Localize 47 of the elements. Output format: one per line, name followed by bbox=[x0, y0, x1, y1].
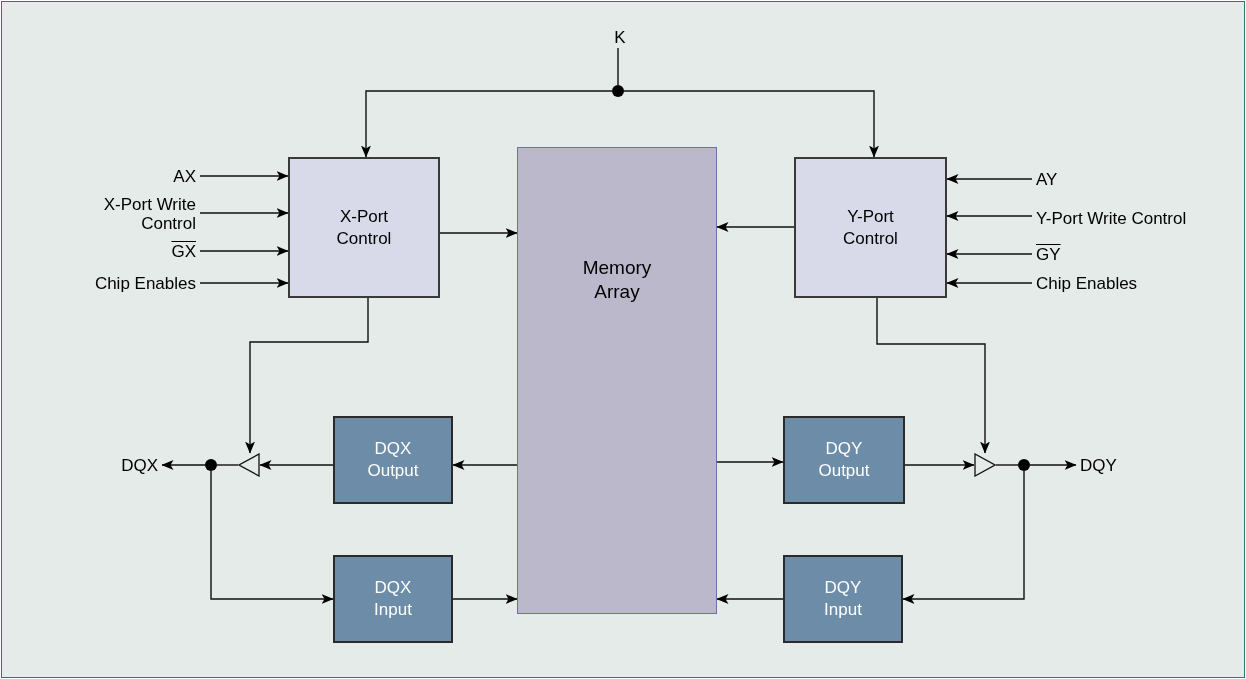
arrow bbox=[361, 90, 613, 158]
arrow bbox=[199, 278, 289, 288]
arrow bbox=[902, 470, 1025, 604]
buffer-symbol bbox=[974, 453, 996, 477]
signal-label: DQX bbox=[100, 454, 162, 476]
arrow bbox=[716, 457, 784, 467]
data-buffer-block: DQY Input bbox=[783, 555, 903, 643]
signal-label: Y-Port Write Control bbox=[1032, 196, 1192, 240]
connector-line bbox=[617, 47, 619, 86]
connector-line bbox=[995, 464, 1019, 466]
arrow bbox=[946, 174, 1033, 184]
arrow bbox=[210, 470, 334, 604]
signal-label: AX bbox=[110, 165, 200, 187]
signal-label: GX bbox=[130, 240, 200, 262]
connector-line bbox=[216, 464, 239, 466]
arrow bbox=[904, 460, 975, 470]
signal-label: X-Port Write Control bbox=[50, 192, 200, 236]
arrow bbox=[623, 90, 879, 158]
memory-array-block: Memory Array bbox=[517, 147, 717, 614]
data-buffer-block: DQX Output bbox=[333, 416, 453, 504]
control-block: Y-Port Control bbox=[794, 157, 947, 298]
arrow bbox=[439, 228, 518, 238]
arrow bbox=[876, 297, 990, 454]
arrow bbox=[452, 460, 518, 470]
signal-label: Chip Enables bbox=[1032, 272, 1192, 294]
data-buffer-block: DQX Input bbox=[333, 555, 453, 643]
data-buffer-block: DQY Output bbox=[783, 416, 905, 504]
arrow bbox=[199, 171, 289, 181]
arrow bbox=[946, 211, 1033, 221]
signal-label: K bbox=[606, 26, 634, 48]
arrow bbox=[452, 594, 518, 604]
signal-label: Chip Enables bbox=[50, 272, 200, 294]
arrow bbox=[245, 297, 369, 454]
arrow bbox=[199, 208, 289, 218]
arrow bbox=[946, 249, 1033, 259]
arrow bbox=[946, 278, 1033, 288]
control-block: X-Port Control bbox=[288, 157, 440, 298]
arrow bbox=[716, 594, 784, 604]
buffer-symbol bbox=[238, 453, 260, 477]
arrow bbox=[716, 222, 795, 232]
arrow bbox=[1029, 460, 1077, 470]
arrow bbox=[199, 246, 289, 256]
arrow bbox=[161, 460, 206, 470]
signal-label: AY bbox=[1032, 168, 1122, 190]
arrow bbox=[259, 460, 334, 470]
signal-label: DQY bbox=[1076, 454, 1138, 476]
signal-label: GY bbox=[1032, 243, 1102, 265]
